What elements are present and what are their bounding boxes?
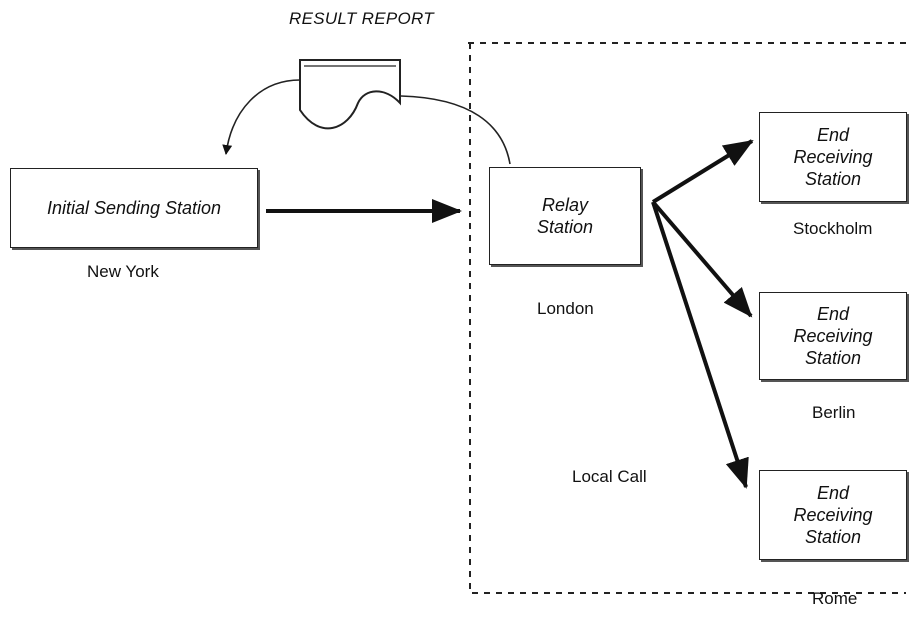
end-station-berlin-label: End Receiving Station: [793, 304, 873, 368]
local-call-boundary: [468, 42, 906, 594]
end-station-rome-box: End Receiving Station: [759, 470, 907, 560]
new-york-label: New York: [87, 262, 159, 281]
end-station-berlin-box: End Receiving Station: [759, 292, 907, 380]
report-return-curve-left: [222, 79, 301, 155]
relay-to-stockholm-arrow: [651, 139, 754, 204]
end-station-rome-label: End Receiving Station: [793, 483, 873, 547]
relay-station-label: Relay Station: [536, 195, 594, 237]
berlin-label: Berlin: [812, 403, 856, 422]
end-station-stockholm-label: End Receiving Station: [793, 125, 873, 189]
end-station-stockholm-box: End Receiving Station: [759, 112, 907, 202]
stockholm-label: Stockholm: [793, 219, 873, 238]
relay-to-berlin-arrow: [651, 200, 753, 318]
report-return-curve-right: [400, 95, 511, 165]
london-label: London: [537, 299, 594, 318]
rome-label: Rome: [812, 589, 858, 608]
result-report-document-icon: [299, 59, 401, 130]
initial-sending-station-label: Initial Sending Station: [46, 198, 222, 218]
local-call-label: Local Call: [572, 467, 647, 486]
relay-to-rome-arrow: [651, 201, 749, 489]
relay-station-box: Relay Station: [489, 167, 641, 265]
result-report-title: RESULT REPORT: [289, 9, 434, 28]
initial-sending-station-box: Initial Sending Station: [10, 168, 258, 248]
